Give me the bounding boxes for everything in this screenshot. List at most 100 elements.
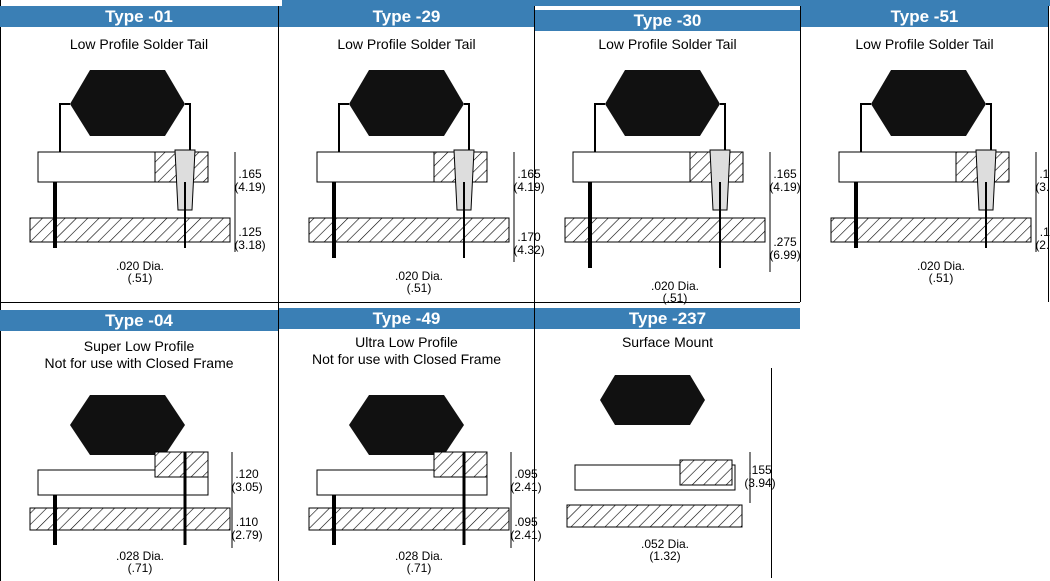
grid-divider-h xyxy=(0,302,800,303)
dia-label: .020 Dia. xyxy=(651,279,699,293)
chip-body xyxy=(600,375,705,425)
pcb xyxy=(564,217,766,243)
panel-subtitle: Surface Mount xyxy=(621,334,714,350)
socket-hatch xyxy=(679,459,733,486)
dim-bottom-mm: (2.79) xyxy=(1035,238,1050,252)
lead-left xyxy=(594,103,605,152)
socket-hatch xyxy=(154,451,209,478)
socket-body xyxy=(37,469,209,496)
dia-label: .028 Dia. xyxy=(116,549,164,563)
chip-body xyxy=(605,70,720,136)
dia-label: .020 Dia. xyxy=(116,259,164,273)
dim-top-inch: .095 xyxy=(514,467,538,481)
chip-body xyxy=(70,70,185,136)
dia-mm: (.71) xyxy=(407,561,432,575)
panel-header: Type -30 xyxy=(535,10,800,31)
dim-bottom-mm: (2.41) xyxy=(510,528,541,542)
socket-drawing-5: .095(2.41).095(2.41).028 Dia.(.71) xyxy=(308,395,542,575)
pcb xyxy=(29,507,231,531)
dia-label: .028 Dia. xyxy=(395,549,443,563)
dim-top-mm: (3.94) xyxy=(744,476,775,490)
socket-drawing-4: .120(3.05).110(2.79).028 Dia.(.71) xyxy=(29,395,263,575)
panel-type-237: Type -237 Surface Mount xyxy=(535,308,800,581)
lead-right xyxy=(720,103,726,152)
panel-header: Type -237 xyxy=(535,308,800,329)
dim-bottom-inch: .275 xyxy=(773,235,797,249)
socket-hatch xyxy=(433,451,488,478)
panel-type-51: Type -51 Low Profile Solder Tail xyxy=(801,6,1048,302)
panel-header: Type -01 xyxy=(0,6,278,27)
grid-divider-right xyxy=(1048,6,1049,302)
dim-top-mm: (2.41) xyxy=(510,480,541,494)
panel-header: Type -49 xyxy=(279,308,534,329)
dim-top-mm: (4.19) xyxy=(234,180,265,194)
panel-subtitle-line1: Super Low Profile xyxy=(83,338,195,354)
dia-mm: (1.32) xyxy=(649,549,680,563)
pcb xyxy=(308,217,510,243)
dim-bottom-inch: .170 xyxy=(517,230,541,244)
chip-body xyxy=(871,70,986,136)
lead-right xyxy=(986,103,992,152)
dim-bottom-inch: .125 xyxy=(238,225,262,239)
panel-header: Type -51 xyxy=(801,6,1048,27)
chip-body xyxy=(349,70,464,136)
panel-subtitle-line2: Not for use with Closed Frame xyxy=(311,351,502,367)
dim-bottom-mm: (2.79) xyxy=(231,528,262,542)
dim-top-mm: (4.19) xyxy=(769,180,800,194)
contact xyxy=(174,149,196,211)
dim-top-inch: .165 xyxy=(773,167,797,181)
panel-type-01: Type -01 Low Profile Solder Tail xyxy=(0,6,278,302)
top-header-strip xyxy=(282,0,1050,6)
chip-body xyxy=(70,395,185,455)
panel-237-right-edge xyxy=(771,368,772,578)
pcb xyxy=(830,217,1032,243)
grid-divider-v2 xyxy=(534,6,535,581)
socket-drawing-3: .130(3.30).110(2.79).020 Dia.(.51) xyxy=(830,70,1050,285)
panel-subtitle: Low Profile Solder Tail xyxy=(598,36,737,52)
socket-drawing-0: .165(4.19).125(3.18).020 Dia.(.51) xyxy=(29,70,266,285)
dim-bottom-inch: .110 xyxy=(1040,225,1050,239)
grid-divider-left xyxy=(0,0,1,581)
grid-divider-v3 xyxy=(800,6,801,302)
pcb xyxy=(29,217,231,243)
dia-label: .052 Dia. xyxy=(641,537,689,551)
dim-bottom-inch: .095 xyxy=(514,515,538,529)
dim-top-inch: .165 xyxy=(517,167,541,181)
dim-top-inch: .120 xyxy=(235,467,259,481)
dia-mm: (.51) xyxy=(929,271,954,285)
panel-header: Type -29 xyxy=(279,6,534,27)
pcb xyxy=(308,507,510,531)
panel-type-29: Type -29 Low Profile Solder Tail xyxy=(279,6,534,302)
dia-label: .020 Dia. xyxy=(917,259,965,273)
dia-mm: (.51) xyxy=(663,291,688,305)
panel-type-04: Type -04 Super Low Profile Not for use w… xyxy=(0,308,278,581)
panel-subtitle-line1: Ultra Low Profile xyxy=(355,334,458,350)
contact xyxy=(975,149,997,211)
contact xyxy=(453,149,475,211)
socket-drawing-1: .165(4.19) .170(4.32) .020 Dia.(.51) xyxy=(308,70,545,295)
panel-subtitle: Low Profile Solder Tail xyxy=(337,36,476,52)
grid-divider-v1 xyxy=(278,6,279,581)
panel-type-49: Type -49 Ultra Low Profile Not for use w… xyxy=(279,308,534,581)
dia-mm: (.51) xyxy=(407,281,432,295)
lead-left xyxy=(338,103,349,152)
dia-mm: (.71) xyxy=(128,561,153,575)
dia-mm: (.51) xyxy=(128,271,153,285)
chip-body xyxy=(349,395,464,455)
dim-top-mm: (3.30) xyxy=(1035,180,1050,194)
panel-type-30: Type -30 Low Profile Solder Tail xyxy=(535,6,800,302)
dim-top-inch: .155 xyxy=(748,463,772,477)
dim-bottom-mm: (4.32) xyxy=(513,243,544,257)
lead-left xyxy=(59,103,70,152)
dim-top-mm: (4.19) xyxy=(513,180,544,194)
lead-right xyxy=(185,103,191,152)
lead-right xyxy=(464,103,470,152)
lead-left xyxy=(860,103,871,152)
pcb xyxy=(566,504,743,528)
dia-label: .020 Dia. xyxy=(395,269,443,283)
contact xyxy=(709,149,731,211)
panel-subtitle-line2: Not for use with Closed Frame xyxy=(44,355,234,371)
socket-drawing-2: .165(4.19).275(6.99).020 Dia.(.51) xyxy=(564,70,801,305)
panel-header: Type -04 xyxy=(0,310,278,331)
